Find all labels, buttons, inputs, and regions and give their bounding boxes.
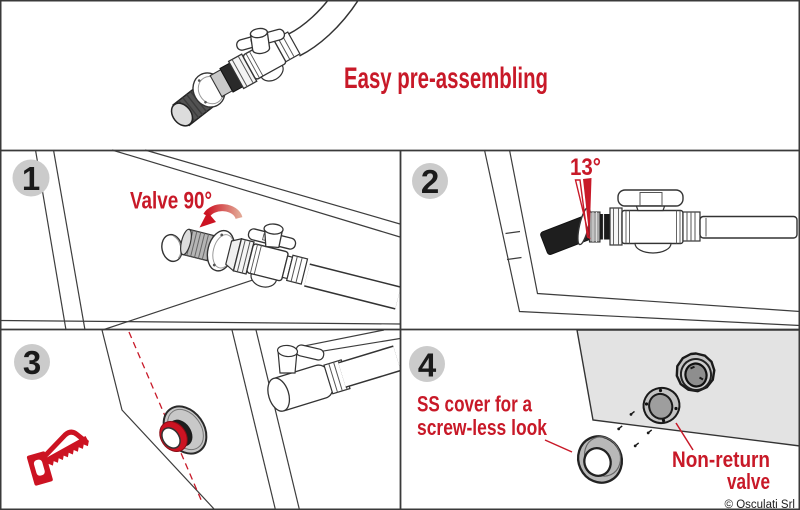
svg-text:© Osculati Srl: © Osculati Srl — [725, 499, 795, 510]
svg-text:4: 4 — [418, 347, 437, 384]
svg-text:1: 1 — [22, 160, 40, 197]
svg-text:13°: 13° — [570, 154, 601, 181]
svg-text:SS cover for a: SS cover for a — [417, 392, 533, 417]
svg-text:3: 3 — [23, 344, 41, 381]
svg-text:2: 2 — [421, 163, 439, 200]
svg-text:valve: valve — [727, 469, 770, 494]
svg-text:Valve 90°: Valve 90° — [130, 188, 212, 215]
svg-text:Non-return: Non-return — [672, 447, 770, 472]
svg-text:Easy pre-assembling: Easy pre-assembling — [344, 62, 548, 95]
svg-text:screw-less look: screw-less look — [417, 415, 548, 440]
